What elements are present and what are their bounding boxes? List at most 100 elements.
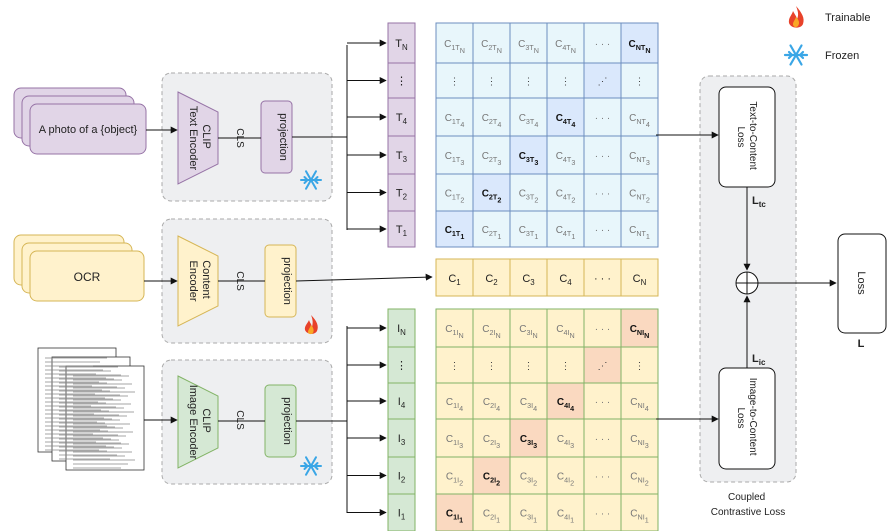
text-matrix-cell-label: C4TN (555, 39, 576, 55)
image-matrix-cell-label: CNI2 (630, 472, 648, 488)
image-matrix-cell (546, 346, 585, 384)
text-matrix-cell-label: C2T1 (482, 225, 502, 241)
image-embedding-cell (387, 456, 416, 495)
text-matrix-cell-label: C1TN (444, 39, 465, 55)
text-matrix-cell-label: C1T4 (445, 113, 465, 129)
image-matrix-cell (620, 382, 659, 420)
text-matrix-cell-label: ⋮ (450, 77, 460, 88)
content-embedding-label: CN (633, 273, 647, 287)
text-matrix-cell (546, 210, 585, 248)
image-matrix-cell-label: ⋮ (487, 361, 497, 372)
text-matrix-cell-label: C3T4 (519, 113, 539, 129)
text-matrix-cell (546, 22, 585, 64)
text-matrix-cell (509, 210, 548, 248)
content-embedding-label: C1 (448, 273, 461, 287)
image-matrix-cell-label: ⋰ (598, 361, 608, 372)
input-arrows (144, 126, 265, 424)
clip-image-encoder: CLIP Image Encoder (177, 375, 219, 469)
text-matrix-cell-label: C2T3 (482, 151, 502, 167)
content-encoder-title-1: Content (200, 260, 212, 299)
text-matrix-cell (620, 210, 659, 248)
text-matrix-cell-label: ⋰ (598, 77, 608, 88)
text-matrix-cell-label: C4T2 (556, 189, 576, 205)
image-fanout-lines (296, 326, 348, 513)
text-matrix-cell-label: · · · (595, 151, 611, 162)
image-matrix-cell-label: ⋮ (561, 361, 571, 372)
text-matrix-cell-label: · · · (595, 113, 611, 124)
image-matrix-cell-label: · · · (595, 509, 611, 520)
image-matrix-cell-label: C1I4 (446, 397, 463, 413)
text-matrix-cell-label: ⋮ (524, 77, 534, 88)
text-matrix-cell-label: C3T2 (519, 189, 539, 205)
clip-text-encoder: CLIP Text Encoder (177, 91, 219, 185)
text-matrix-cell (472, 135, 511, 175)
image-embedding-label: I4 (398, 396, 406, 410)
content-embedding-label: C3 (522, 273, 535, 287)
text-matrix-cell-label: C2TN (481, 39, 502, 55)
image-embedding-cell (387, 382, 416, 420)
text-fanout-lines (292, 45, 348, 230)
content-embedding-label: C4 (559, 273, 572, 287)
text-matrix-cell-label: CNT1 (629, 225, 650, 241)
final-loss-symbol: L (858, 338, 865, 350)
image-matrix-cell-label: C1I1 (446, 509, 463, 525)
ocr-input-stack: OCR (13, 234, 145, 302)
image-to-content-loss-label: Image-to-Content Loss (735, 378, 758, 459)
content-projection-arrow (295, 273, 433, 282)
image-matrix-cell (435, 382, 474, 420)
text-matrix-cell (583, 210, 622, 248)
lic-label: Lic (752, 353, 766, 367)
text-matrix-cell (509, 173, 548, 212)
text-matrix-cell-label: C1T2 (445, 189, 465, 205)
text-matrix-cell-label: C4T1 (556, 225, 576, 241)
text-matrix-cell-label: ⋮ (561, 77, 571, 88)
image-embedding-label: I1 (398, 508, 406, 522)
image-embedding-label: I2 (398, 471, 405, 485)
text-matrix-cell-label: C1T3 (445, 151, 465, 167)
image-matrix-cell-label: C2I4 (483, 397, 500, 413)
image-cls-label: CLS (234, 410, 245, 430)
text-matrix-cell (620, 135, 659, 175)
image-matrix-cell-label: C3I2 (520, 472, 537, 488)
image-matrix-cell-label: C2I3 (483, 434, 500, 450)
text-matrix-cell-label: C1T1 (445, 225, 465, 241)
snowflake-icon (783, 44, 809, 66)
image-matrix-cell (472, 346, 511, 384)
image-matrix-cell (620, 346, 659, 384)
image-matrix-cell-label: CNI1 (630, 509, 648, 525)
image-matrix-cell (620, 456, 659, 495)
document-image-stack (37, 347, 145, 471)
text-matrix-cell (509, 97, 548, 137)
text-projection-label: projection (277, 113, 289, 161)
image-matrix-cell-label: · · · (595, 397, 611, 408)
legend: Trainable Frozen (783, 6, 870, 66)
text-matrix-cell-label: CNT3 (629, 151, 650, 167)
text-matrix-cell-label: C4T4 (556, 113, 576, 129)
ocr-input-label: OCR (74, 270, 101, 284)
text-embedding-label: ⋮ (396, 76, 407, 88)
text-encoder-title-2: Text Encoder (187, 106, 199, 171)
image-matrix-cell-label: C3I1 (520, 509, 537, 525)
text-encoder-title-1: CLIP (200, 124, 212, 148)
image-matrix-cell-label: C2I1 (483, 509, 500, 525)
content-embedding-cell (546, 258, 585, 297)
image-projection-label: projection (281, 397, 293, 445)
text-matrix-cell-label: C3TN (518, 39, 539, 55)
text-matrix-cell-label: CNTN (628, 39, 650, 55)
text-matrix-cell-label: · · · (595, 225, 611, 236)
text-embedding-label: T1 (396, 224, 408, 238)
image-matrix-cell (472, 456, 511, 495)
snowflake-icon (300, 456, 322, 476)
text-matrix-cell (509, 22, 548, 64)
text-matrix-cell-label: CNT4 (629, 113, 650, 129)
image-matrix-cell-label: C4IN (556, 324, 574, 340)
text-prompt-label: A photo of a {object} (39, 124, 138, 136)
image-matrix-cell-label: C4I2 (557, 472, 574, 488)
text-matrix-cell (435, 97, 474, 137)
text-matrix-cell-label: C4T3 (556, 151, 576, 167)
image-matrix-cell-label: · · · (595, 472, 611, 483)
lic-symbol: L (752, 353, 759, 365)
